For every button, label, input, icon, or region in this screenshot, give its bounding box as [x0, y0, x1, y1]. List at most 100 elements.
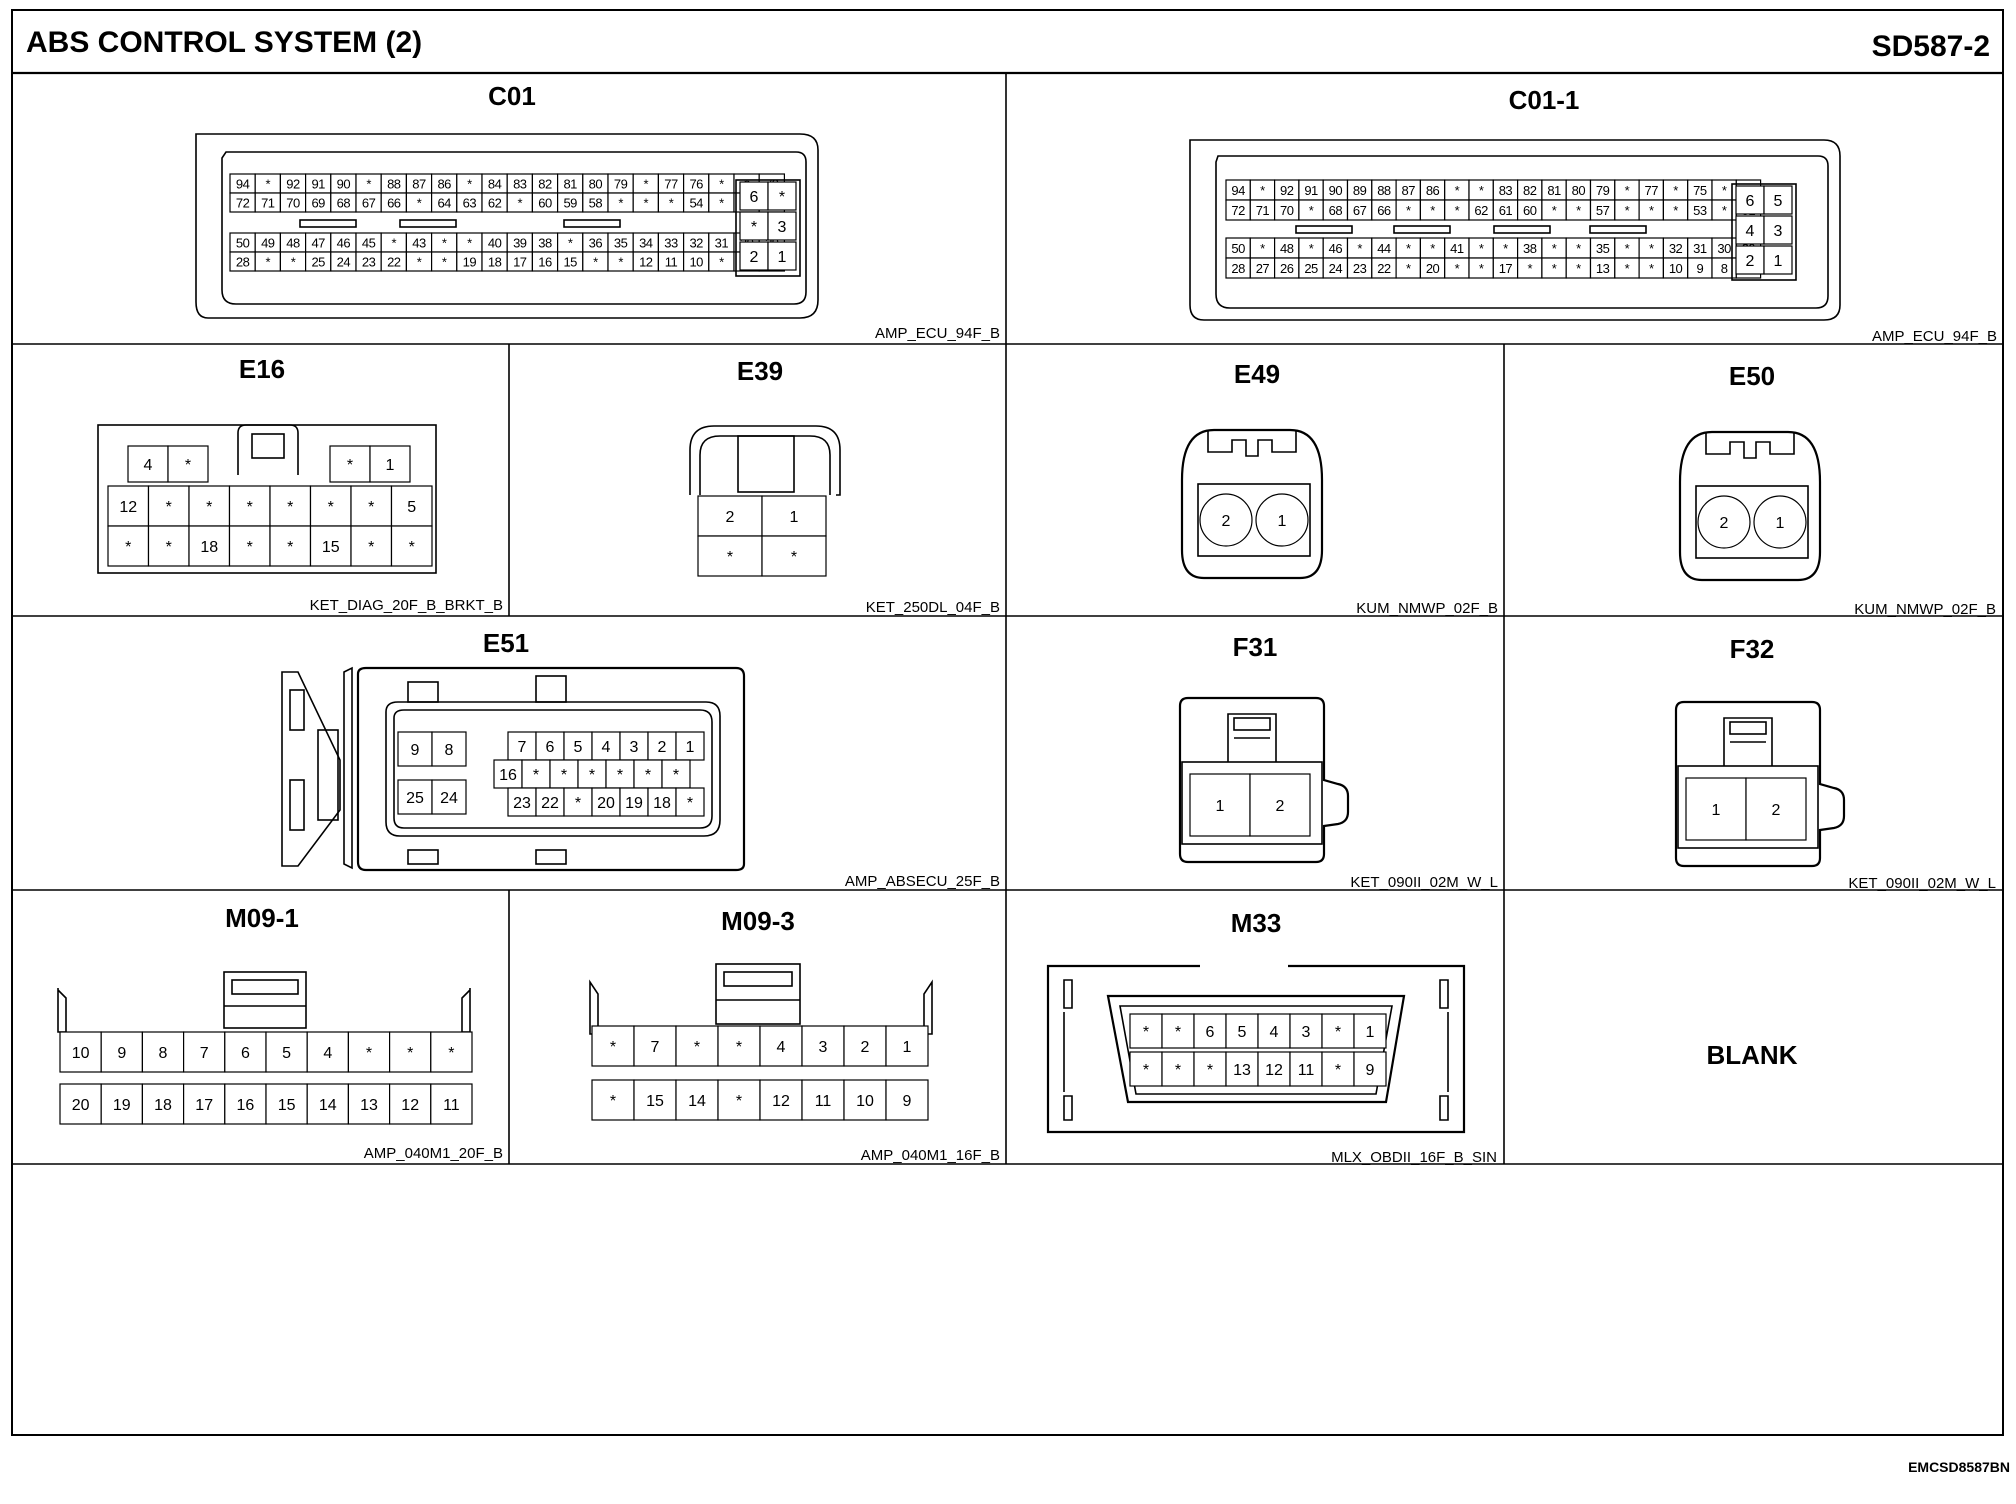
c01-pin-label: *	[669, 196, 674, 211]
e51-pin-label: 24	[440, 790, 458, 807]
c01-1-side-pin-label: 4	[1746, 223, 1755, 240]
connector-type-c01-1: AMP_ECU_94F_B	[1872, 328, 1997, 345]
c01-1-pin-label: *	[1552, 261, 1557, 276]
c01-1-pin-label: 9	[1696, 261, 1703, 276]
m09-1-pin-cell	[389, 1083, 432, 1125]
connector-type-e51: AMP_ABSECU_25F_B	[845, 873, 1000, 890]
connector-type-m09-1: AMP_040M1_20F_B	[364, 1145, 503, 1162]
c01-pin-label: 72	[236, 196, 250, 211]
c01-pin-label: 31	[715, 236, 729, 251]
c01-1-pin-label: *	[1260, 241, 1265, 256]
m33-pin-label: 3	[1302, 1024, 1311, 1041]
c01-pin-label: 83	[513, 177, 527, 192]
connector-housing-e50	[1678, 430, 1822, 582]
c01-pin-label: *	[644, 177, 649, 192]
c01-1-pin-label: *	[1649, 241, 1654, 256]
m09-1-pin-label: 8	[159, 1045, 168, 1062]
c01-pin-label: *	[266, 255, 271, 270]
c01-1-key	[1393, 225, 1451, 234]
e51-pin-label: 7	[518, 739, 527, 756]
c01-1-pin-label: *	[1455, 203, 1460, 218]
e51-pin-cell	[521, 759, 551, 789]
e16-pin-label: *	[206, 499, 212, 516]
e16-pin-label: *	[368, 539, 374, 556]
c01-1-pin-label: 83	[1499, 183, 1513, 198]
c01-1-pin-label: 26	[1280, 261, 1294, 276]
m09-3-pin-cell	[633, 1025, 677, 1067]
c01-pin-label: 68	[337, 196, 351, 211]
c01-pin-label: 66	[387, 196, 401, 211]
c01-1-side-block	[1731, 183, 1797, 281]
c01-1-pin-label: 50	[1231, 241, 1245, 256]
e16-pin-label: *	[247, 539, 253, 556]
m33-pin-label: *	[1335, 1062, 1341, 1079]
c01-pin-label: 69	[311, 196, 325, 211]
c01-pin-label: 86	[437, 177, 451, 192]
e50-pin-label: 1	[1776, 515, 1785, 532]
c01-1-side-pin-cell	[1735, 215, 1765, 245]
connector-id-m09-3: M09-3	[721, 906, 795, 936]
c01-1-pin-label: *	[1722, 203, 1727, 218]
m33-pin-label: 13	[1233, 1062, 1251, 1079]
m09-1-pin-label: 18	[154, 1097, 172, 1114]
m09-3-pin-label: 7	[651, 1039, 660, 1056]
m09-3-pin-cell	[591, 1079, 635, 1121]
e16-pin-cell	[167, 445, 209, 483]
m09-1-pin-label: *	[366, 1045, 372, 1062]
m33-pin-label: 9	[1366, 1062, 1375, 1079]
m09-1-pin-cell	[430, 1031, 473, 1073]
e16-pin-label: *	[287, 499, 293, 516]
f31-pin-cell	[1249, 773, 1311, 837]
connector-housing-c01	[195, 133, 819, 319]
m09-3-pin-cell	[675, 1079, 719, 1121]
m09-3-pin-label: 1	[903, 1039, 912, 1056]
m33-pin-label: *	[1207, 1062, 1213, 1079]
e16-pin-label: *	[166, 539, 172, 556]
m33-pin-label: 12	[1265, 1062, 1283, 1079]
c01-pin-label: 25	[311, 255, 325, 270]
e16-pin-label: *	[166, 499, 172, 516]
e16-pin-label: *	[368, 499, 374, 516]
c01-pin-label: *	[442, 255, 447, 270]
m09-1-pin-label: 20	[72, 1097, 90, 1114]
m09-1-pin-cell	[183, 1031, 226, 1073]
m09-3-pin-label: 4	[777, 1039, 786, 1056]
c01-1-pin-label: *	[1673, 183, 1678, 198]
e51-pin-label: 23	[513, 795, 531, 812]
c01-pin-label: *	[518, 196, 523, 211]
m09-3-pin-label: *	[694, 1039, 700, 1056]
m09-1-pin-cell	[265, 1083, 308, 1125]
c01-pin-label: 11	[665, 255, 678, 270]
connector-id-e51: E51	[483, 628, 529, 658]
c01-pin-label: 50	[236, 236, 250, 251]
m09-3-pin-label: *	[736, 1093, 742, 1110]
c01-1-pin-label: 41	[1450, 241, 1464, 256]
c01-1-pin-label: 68	[1329, 203, 1343, 218]
e51-pin-label: 25	[406, 790, 424, 807]
c01-1-pin-label: *	[1406, 241, 1411, 256]
m09-3-pin-cell	[759, 1025, 803, 1067]
connector-type-f31: KET_090II_02M_W_L	[1350, 874, 1498, 891]
c01-1-pin-label: *	[1479, 261, 1484, 276]
e51-pin-label: 19	[625, 795, 643, 812]
c01-1-pin-label: 67	[1353, 203, 1367, 218]
c01-pin-label: 82	[538, 177, 552, 192]
m09-3-pin-label: 14	[688, 1093, 706, 1110]
e51-pin-cell	[619, 787, 649, 817]
c01-1-pin-label: *	[1576, 241, 1581, 256]
c01-1-pin-label: *	[1649, 203, 1654, 218]
c01-1-pin-label: 86	[1426, 183, 1440, 198]
c01-1-pin-label: 87	[1402, 183, 1416, 198]
c01-pin-label: 79	[614, 177, 628, 192]
e16-pin-label: *	[185, 457, 191, 474]
c01-1-pin-label: 57	[1596, 203, 1610, 218]
e49-pin-cell	[1199, 493, 1253, 547]
c01-1-pin-label: 27	[1256, 261, 1270, 276]
c01-pin-label: 84	[488, 177, 502, 192]
e49-pin-cell	[1255, 493, 1309, 547]
e16-pin-label: 5	[407, 499, 416, 516]
c01-1-pin-label: 81	[1547, 183, 1561, 198]
m33-pin-cell	[1193, 1051, 1227, 1087]
f32-pin-cell	[1685, 777, 1747, 841]
